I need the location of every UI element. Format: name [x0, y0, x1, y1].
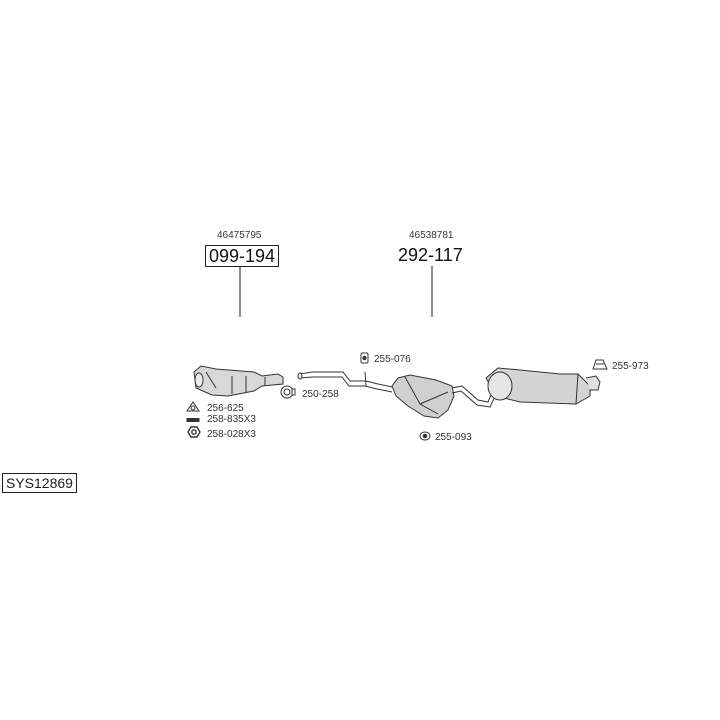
bolt-icon: [186, 418, 200, 422]
hanger-icon: [592, 359, 608, 370]
fitting-code-label[interactable]: 256-625: [207, 403, 244, 414]
fitting-code-label[interactable]: 258-835X3: [207, 414, 256, 425]
middle-silencer-part[interactable]: [391, 374, 455, 419]
system-code-label: SYS12869: [2, 473, 77, 493]
rubber-mount-icon: [360, 352, 369, 364]
oe-number-label: 46538781: [409, 230, 454, 241]
rear-silencer[interactable]: [485, 367, 601, 405]
fitting-code-label[interactable]: 255-093: [435, 432, 472, 443]
nut-icon: [187, 426, 201, 438]
fitting-code-label[interactable]: 255-973: [612, 361, 649, 372]
gasket-icon: [186, 401, 200, 412]
clamp-ring-icon: [280, 385, 296, 399]
fitting-code-label[interactable]: 258-028X3: [207, 429, 256, 440]
fitting-code-label[interactable]: 255-076: [374, 354, 411, 365]
fitting-code-label[interactable]: 250-258: [302, 389, 339, 400]
part-number-label[interactable]: 099-194: [205, 245, 280, 267]
rubber-ring-icon: [419, 431, 431, 441]
catalytic-converter-part[interactable]: [193, 365, 284, 397]
front-pipe[interactable]: [297, 371, 393, 393]
part-number-label[interactable]: 292-117: [398, 245, 463, 265]
oe-number-label: 46475795: [217, 230, 262, 241]
